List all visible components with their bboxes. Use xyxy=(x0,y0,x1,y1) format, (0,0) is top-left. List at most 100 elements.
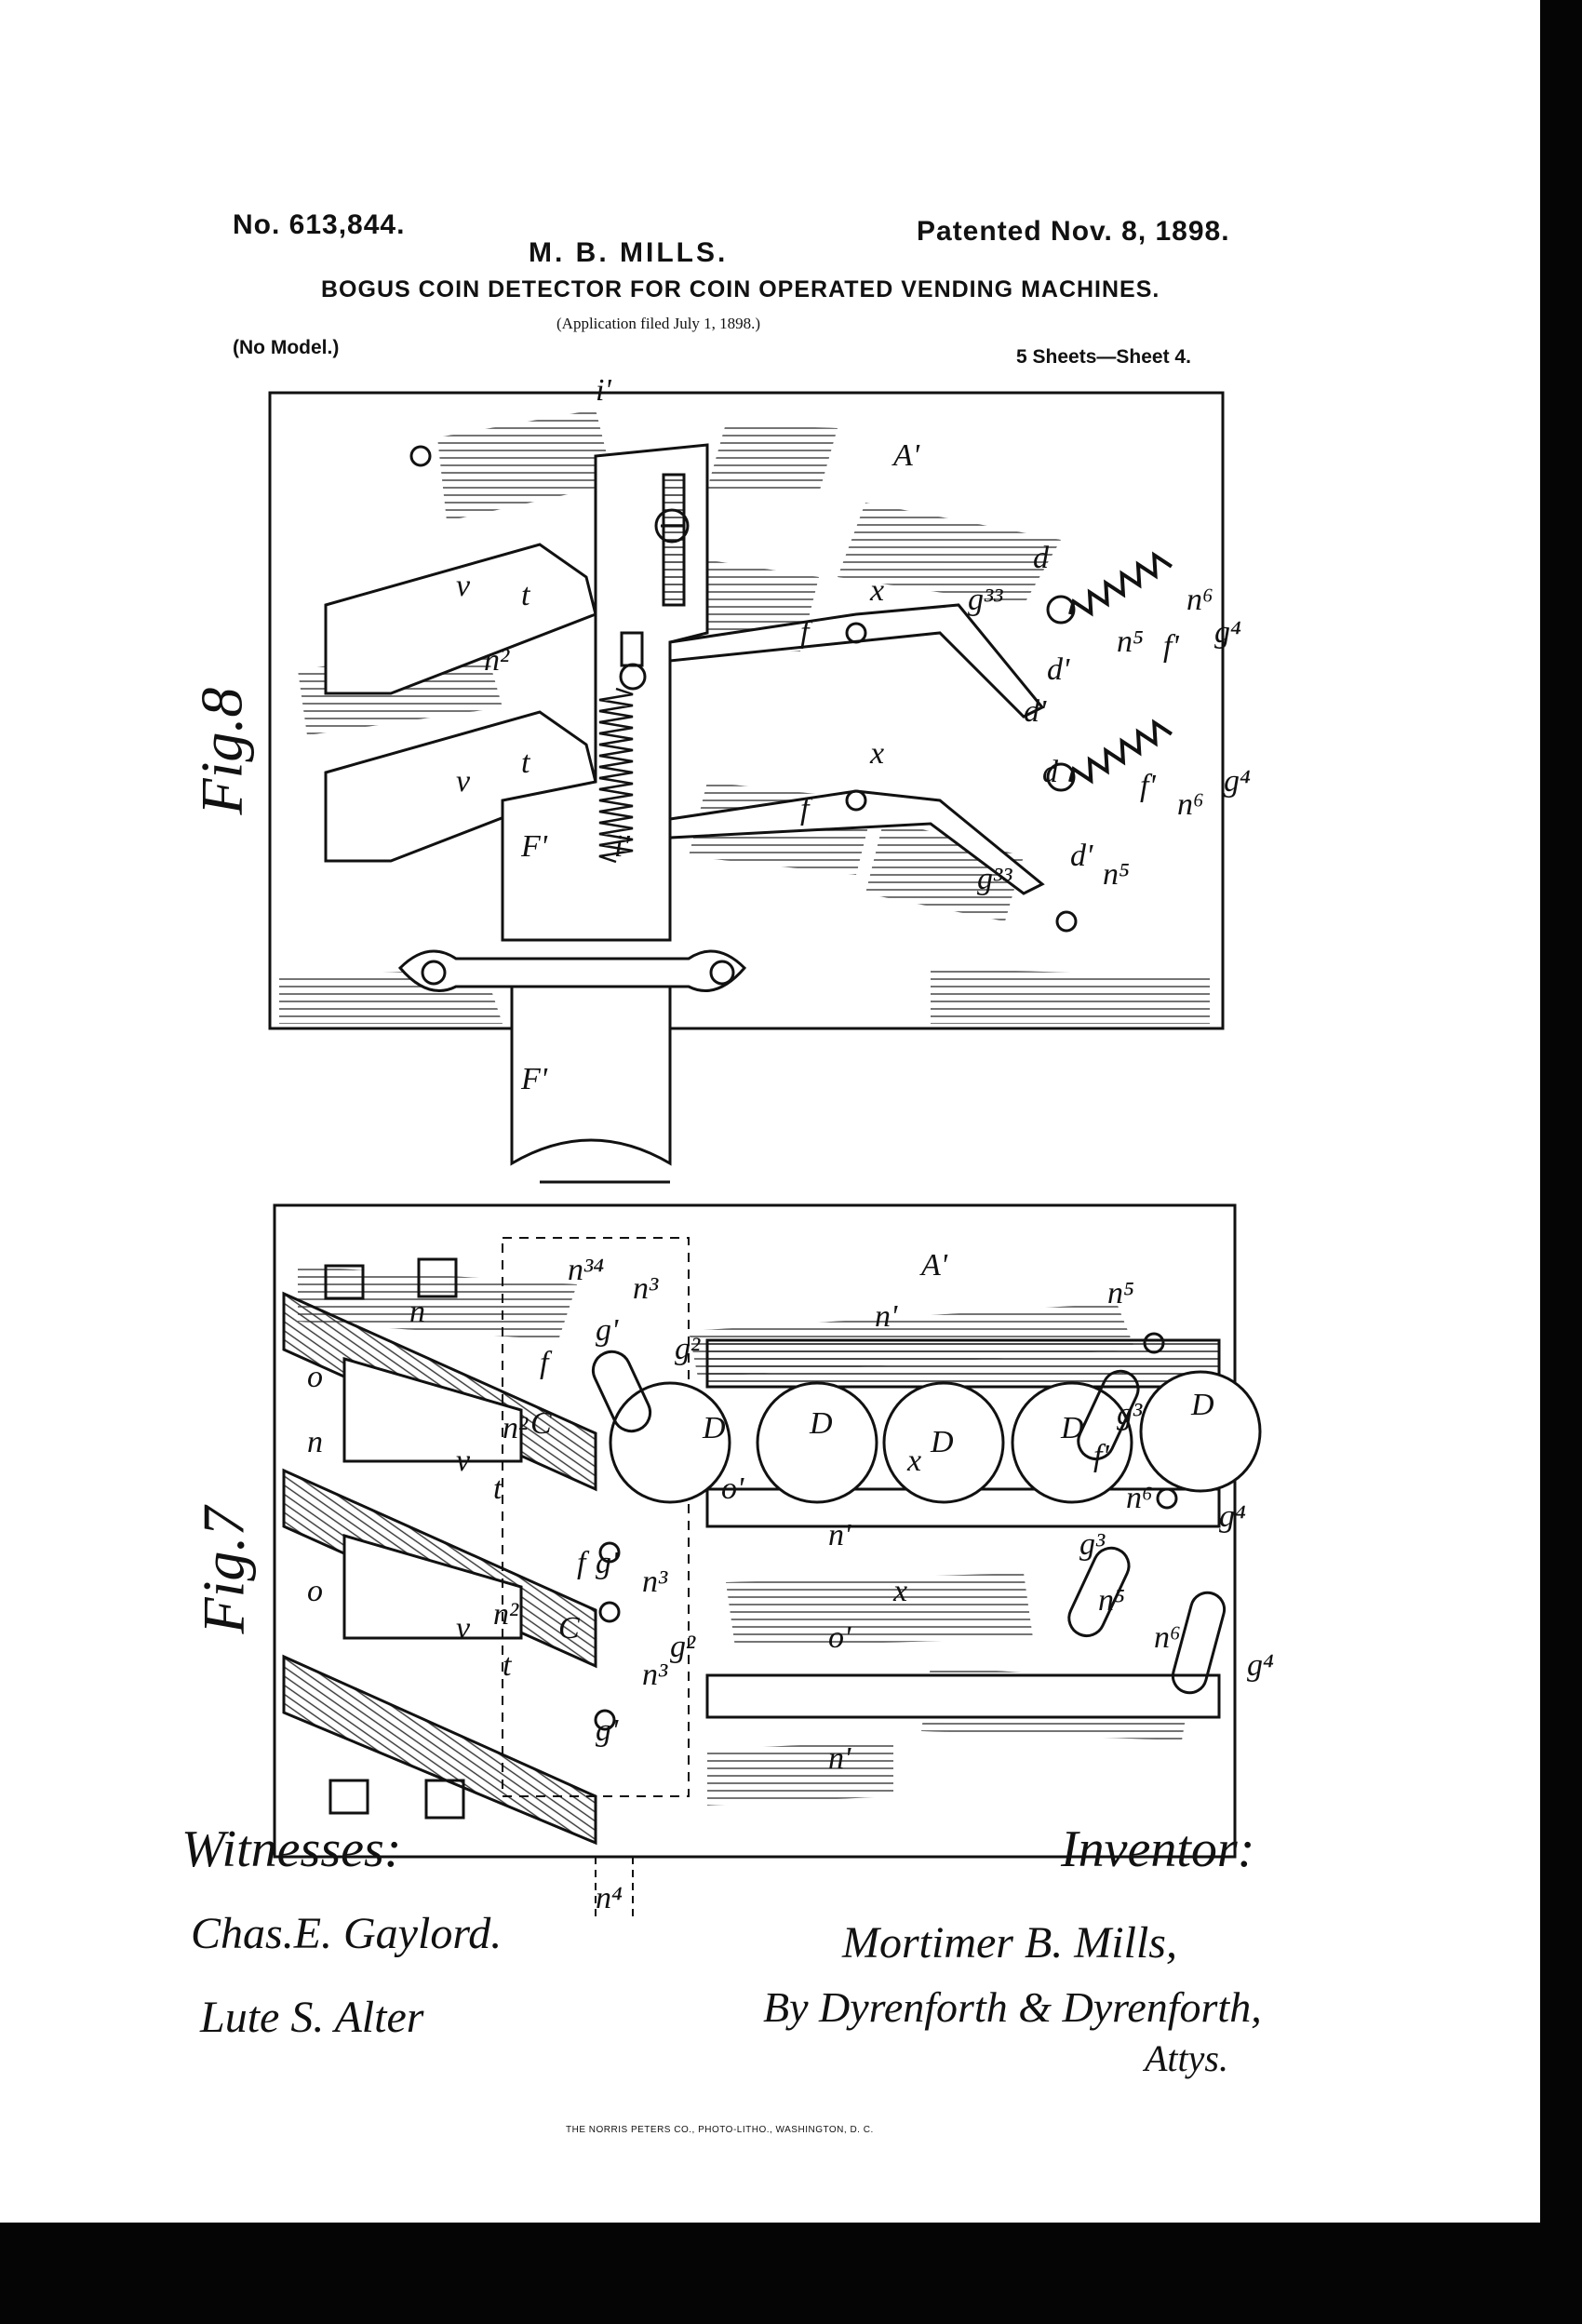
fig8-reference-letter: d' xyxy=(1070,839,1093,873)
figure-7-drawing xyxy=(273,1203,1262,1917)
fig8-reference-letter: x xyxy=(869,736,884,771)
fig7-reference-letter: g' xyxy=(596,1546,619,1580)
fig7-reference-letter: g' xyxy=(596,1313,619,1348)
fig7-reference-letter: v xyxy=(456,1611,471,1646)
fig8-reference-letter: d' xyxy=(1047,652,1070,687)
fig8-reference-letter: d' xyxy=(1024,694,1047,729)
fig7-reference-letter: g' xyxy=(596,1713,619,1748)
fig8-reference-letter: A' xyxy=(892,438,920,473)
fig7-reference-letter: o' xyxy=(828,1620,851,1655)
fig7-reference-letter: n³ xyxy=(642,1565,668,1599)
fig7-reference-letter: D xyxy=(1190,1388,1214,1422)
fig8-reference-letter: d xyxy=(1042,755,1059,789)
inventor-label: Inventor: xyxy=(1061,1820,1255,1878)
fig7-reference-letter: v xyxy=(456,1444,471,1478)
fig7-reference-letter: g² xyxy=(670,1630,696,1664)
witnesses-label: Witnesses: xyxy=(181,1820,402,1878)
scan-edge-bottom xyxy=(0,2223,1582,2324)
filing-date: (Application filed July 1, 1898.) xyxy=(556,315,761,332)
fig7-reference-letter: D xyxy=(809,1406,833,1441)
figure-8-drawing xyxy=(268,391,1225,1184)
fig7-reference-letter: o' xyxy=(721,1471,744,1506)
fig8-reference-letter: v xyxy=(456,764,471,799)
model-note: (No Model.) xyxy=(233,337,340,358)
fig7-reference-letter: n⁴ xyxy=(596,1881,623,1915)
fig8-reference-letter: F' xyxy=(520,829,548,864)
coin xyxy=(756,1381,878,1504)
fig7-reference-letter: n' xyxy=(828,1518,851,1552)
fig8-reference-letter: F' xyxy=(520,1062,548,1096)
fig7-reference-letter: g³ xyxy=(1117,1397,1143,1431)
patent-date: Patented Nov. 8, 1898. xyxy=(917,216,1230,247)
fig8-reference-letter: g⁴ xyxy=(1224,764,1251,799)
fig7-reference-letter: A' xyxy=(919,1248,948,1283)
fig7-reference-letter: n² xyxy=(503,1411,529,1445)
fig7-reference-letter: o xyxy=(307,1360,323,1394)
attorneys-label: Attys. xyxy=(1145,2037,1228,2079)
fig8-reference-letter: n⁵ xyxy=(1103,857,1130,892)
fig8-reference-letter: n⁶ xyxy=(1186,583,1213,617)
fig7-reference-letter: D xyxy=(702,1411,726,1445)
fig7-reference-letter: D xyxy=(930,1425,954,1459)
fig7-reference-letter: n³ xyxy=(642,1658,668,1692)
fig7-reference-letter: t xyxy=(493,1471,503,1506)
coin xyxy=(1139,1370,1262,1493)
fig8-reference-letter: n⁵ xyxy=(1117,625,1144,659)
coin xyxy=(882,1381,1005,1504)
fig7-reference-letter: D xyxy=(1060,1411,1084,1445)
attorneys-signature: By Dyrenforth & Dyrenforth, xyxy=(763,1983,1262,2031)
coin xyxy=(1011,1381,1133,1504)
fig8-reference-letter: t xyxy=(521,578,531,612)
fig7-reference-letter: C xyxy=(558,1611,580,1646)
fig8-base-plate xyxy=(268,391,1225,1030)
fig7-reference-letter: x xyxy=(892,1574,907,1608)
witness-signature-2: Lute S. Alter xyxy=(200,1993,424,2042)
fig8-reference-letter: t xyxy=(521,746,531,780)
fig7-reference-letter: f xyxy=(577,1546,590,1580)
fig8-reference-letter: g³³ xyxy=(968,583,1003,617)
fig7-reference-letter: n⁶ xyxy=(1126,1481,1153,1515)
fig7-reference-letter: g⁴ xyxy=(1247,1648,1274,1683)
fig7-reference-letter: g² xyxy=(675,1332,701,1366)
fig8-reference-letter: i' xyxy=(596,373,611,408)
fig7-reference-letter: t xyxy=(503,1648,513,1683)
fig8-reference-letter: f' xyxy=(1140,769,1156,803)
fig7-reference-letter: n³ xyxy=(633,1271,659,1306)
fig8-reference-letter: n⁶ xyxy=(1177,787,1204,822)
fig7-reference-letter: n³⁴ xyxy=(568,1253,604,1287)
fig7-reference-letter: g³ xyxy=(1079,1527,1106,1562)
fig7-reference-letter: n² xyxy=(493,1597,519,1632)
fig8-reference-letter: n² xyxy=(484,643,510,678)
witness-signature-1: Chas.E. Gaylord. xyxy=(191,1909,503,1958)
patent-title: BOGUS COIN DETECTOR FOR COIN OPERATED VE… xyxy=(321,276,1160,302)
inventor-heading: M. B. MILLS. xyxy=(529,237,729,268)
fig8-reference-letter: g³³ xyxy=(977,862,1012,896)
fig7-reference-letter: n' xyxy=(828,1741,851,1776)
fig7-reference-letter: n' xyxy=(875,1299,898,1334)
fig7-reference-letter: o xyxy=(307,1574,323,1608)
fig8-reference-letter: x xyxy=(869,573,884,608)
inventor-signature: Mortimer B. Mills, xyxy=(842,1918,1177,1968)
printer-imprint: THE NORRIS PETERS CO., PHOTO-LITHO., WAS… xyxy=(566,2125,874,2135)
sheet-count: 5 Sheets—Sheet 4. xyxy=(1016,346,1191,368)
fig8-reference-letter: f' xyxy=(1163,629,1179,664)
scan-edge-right xyxy=(1540,0,1582,2324)
fig7-base-plate xyxy=(273,1203,1237,1859)
fig7-reference-letter: n xyxy=(409,1295,425,1329)
fig7-reference-letter: f xyxy=(540,1346,553,1380)
fig8-reference-letter: d xyxy=(1033,541,1050,575)
fig8-reference-letter: g⁴ xyxy=(1214,615,1241,650)
fig7-reference-letter: f' xyxy=(1093,1439,1109,1473)
fig7-reference-letter: x xyxy=(906,1444,921,1478)
fig7-reference-letter: C xyxy=(530,1406,552,1441)
coin xyxy=(609,1381,731,1504)
fig7-reference-letter: n⁵ xyxy=(1107,1276,1134,1310)
fig7-reference-letter: n⁶ xyxy=(1154,1620,1181,1655)
fig7-reference-letter: n xyxy=(307,1425,323,1459)
patent-number: No. 613,844. xyxy=(233,209,406,240)
fig7-reference-letter: n⁵ xyxy=(1098,1583,1125,1618)
fig7-reference-letter: g⁴ xyxy=(1219,1499,1246,1534)
fig8-reference-letter: i' xyxy=(614,829,630,864)
fig8-reference-letter: v xyxy=(456,569,471,603)
